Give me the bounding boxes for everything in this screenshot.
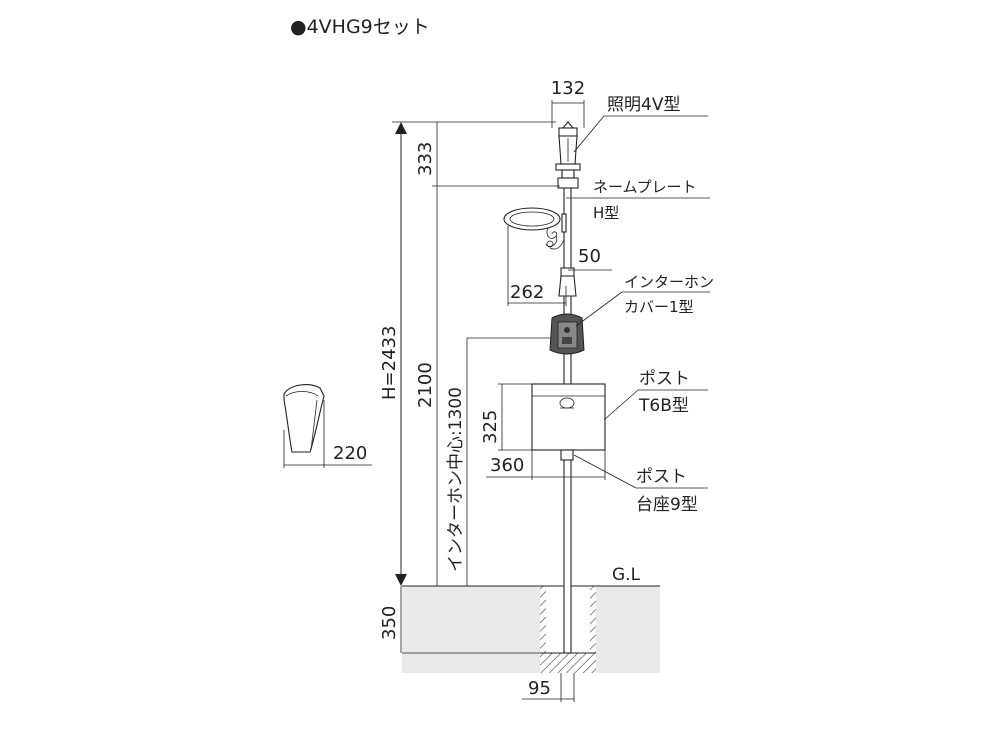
intercom-label: インターホン <box>624 273 714 291</box>
dim-2100: 2100 <box>415 362 436 408</box>
ground-label: G.L <box>612 565 641 585</box>
dim-220: 220 <box>333 443 367 464</box>
post-base <box>560 449 574 461</box>
post-label: ポスト <box>639 369 690 389</box>
dim-262: 262 <box>510 282 544 303</box>
dim-h-arrow-bottom <box>395 574 407 586</box>
post-side-view <box>283 384 325 453</box>
dim-total-height: H=2433 <box>379 326 400 400</box>
foundation-base-hatch <box>540 653 596 673</box>
intercom-leader <box>575 291 623 327</box>
dim-350: 350 <box>379 606 400 640</box>
dim-95: 95 <box>528 678 551 699</box>
name-plate-label: ネームプレート <box>593 178 697 196</box>
name-plate-type-label: H型 <box>593 204 619 222</box>
dim-333: 333 <box>415 142 436 176</box>
post-leader <box>603 389 639 421</box>
ground-area <box>402 586 660 673</box>
name-plate <box>503 207 567 250</box>
foundation-hatch-right <box>590 586 596 653</box>
post-box <box>531 383 606 451</box>
foundation-hatch-left <box>540 586 546 653</box>
post2-label: ポスト <box>636 467 687 487</box>
dim-360: 360 <box>490 455 524 476</box>
post-type-label: T6B型 <box>638 396 689 416</box>
dim-intercom-center: インターホン中心:1300 <box>446 387 466 572</box>
intercom-cover <box>549 267 585 355</box>
dim-325: 325 <box>480 410 501 444</box>
dim-h-arrow-top <box>395 122 407 134</box>
lighting-label: 照明4V型 <box>607 95 680 115</box>
dim-132: 132 <box>551 78 585 99</box>
post-base-label: 台座9型 <box>636 495 698 515</box>
dim-50: 50 <box>578 246 601 267</box>
diagram-title: ●4VHG9セット <box>290 16 430 38</box>
intercom-cover-label: カバー1型 <box>624 298 694 316</box>
lamp <box>555 121 581 189</box>
lighting-leader <box>573 115 605 153</box>
